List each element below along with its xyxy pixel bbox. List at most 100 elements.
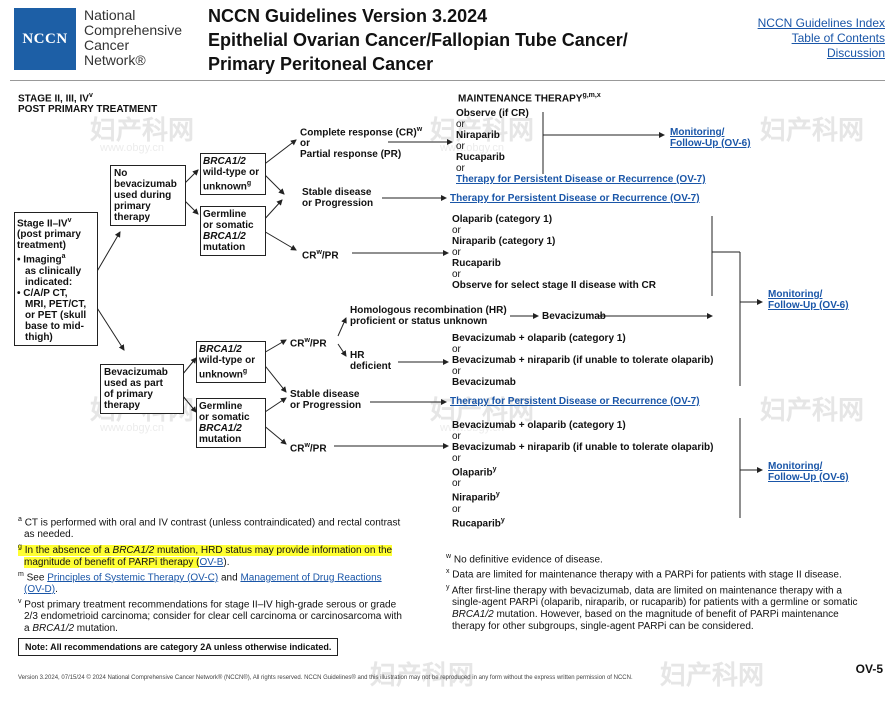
footnote-g: g In the absence of a BRCA1/2 mutation, … — [18, 541, 428, 568]
node-line: deficient — [350, 361, 392, 372]
systemic-therapy-link[interactable]: Principles of Systemic Therapy (OV-C) — [47, 571, 219, 583]
watermark-url: www.obgy.cn — [440, 142, 504, 154]
footnote-text: CT is performed with oral and IV contras… — [24, 517, 401, 529]
footnote-ref: w — [416, 126, 423, 133]
node-line: Stable disease — [302, 187, 372, 198]
table-of-contents-link[interactable]: Table of Contents — [791, 31, 885, 45]
footnote-ref: y — [495, 491, 500, 499]
monitoring-followup-link[interactable]: Monitoring/ Follow-Up (OV-6) — [768, 289, 849, 311]
option-line: or — [456, 141, 465, 152]
box-line: wild-type or — [203, 167, 260, 178]
stable-disease-node: Stable disease or Progression — [290, 389, 361, 411]
footnote-ref: v — [88, 92, 93, 99]
option-line: Rucaparib — [452, 517, 501, 529]
hr-proficient-node: Homologous recombination (HR) proficient… — [350, 305, 507, 327]
footnote-text: mutation. However, based on the magnitud… — [493, 608, 839, 620]
footnote-mark: x — [446, 568, 450, 576]
watermark: 妇产科网 — [370, 660, 475, 690]
footnote-mark: v — [18, 597, 22, 605]
monitoring-followup-link[interactable]: Monitoring/ Follow-Up (OV-6) — [670, 127, 751, 149]
watermark: 妇产科网 — [430, 395, 535, 425]
therapy-persistent-link[interactable]: Therapy for Persistent Disease or Recurr… — [450, 396, 700, 407]
therapy-persistent-link[interactable]: Therapy for Persistent Disease or Recurr… — [456, 174, 706, 185]
stage-box-line: • Imaging — [17, 254, 62, 266]
footnote-mark: a — [18, 516, 22, 523]
footnote-y: y After first-line therapy with bevacizu… — [446, 582, 886, 633]
box-line: mutation — [203, 242, 246, 253]
stage-header: STAGE II, III, IVv POST PRIMARY TREATMEN… — [18, 90, 157, 115]
stage-box-line: indicated: — [25, 276, 73, 288]
stage-box-line: or PET (skull — [25, 309, 87, 321]
footnote-mark: g — [18, 543, 22, 551]
link-line[interactable]: Follow-Up (OV-6) — [768, 300, 849, 311]
watermark: 妇产科网 — [90, 115, 195, 145]
logo-name-line: Cancer — [84, 37, 130, 53]
option-line: or — [452, 344, 461, 355]
option-line: Olaparib (category 1) — [452, 214, 553, 225]
copyright-line: Version 3.2024, 07/15/24 © 2024 National… — [18, 675, 633, 681]
link-line[interactable]: Monitoring/ — [768, 289, 823, 300]
footnote-ref: w — [304, 337, 310, 344]
footnote-text: single-agent PARPi (olaparib, niraparib,… — [452, 596, 858, 608]
drug-reactions-link[interactable]: (OV-D) — [24, 583, 56, 595]
brca-mutation-box: Germline or somatic BRCA1/2 mutation — [196, 398, 266, 448]
option-line: Bevacizumab + niraparib (if unable to to… — [452, 355, 714, 366]
footnote-text: Data are limited for maintenance therapy… — [452, 569, 842, 581]
stage-header-sub: POST PRIMARY TREATMENT — [18, 104, 158, 116]
therapy-persistent-link[interactable]: Therapy for Persistent Disease or Recurr… — [450, 193, 700, 204]
footnote-text: No definitive evidence of disease. — [453, 554, 603, 566]
footnotes-right: w No definitive evidence of disease. x D… — [446, 551, 886, 633]
box-line: BRCA1/2 — [203, 231, 246, 242]
link-line[interactable]: Monitoring/ — [768, 461, 823, 472]
brca-wildtype-box: BRCA1/2 wild-type or unknowng — [196, 341, 266, 384]
link-line[interactable]: Follow-Up (OV-6) — [768, 472, 849, 483]
option-line: Niraparib — [452, 492, 496, 504]
box-line: therapy — [114, 212, 151, 223]
logo-name-line: Network® — [84, 52, 146, 68]
maintenance-options: Olaparib (category 1) or Niraparib (cate… — [452, 214, 656, 291]
cr-pr-node: CRw/PR — [290, 335, 327, 349]
monitoring-followup-link[interactable]: Monitoring/ Follow-Up (OV-6) — [768, 461, 849, 483]
link-line[interactable]: Monitoring/ — [670, 127, 725, 138]
node-line: /PR — [309, 443, 327, 455]
stage-box-line: base to mid- — [25, 320, 84, 332]
node-line: Complete response (CR) — [300, 127, 417, 139]
title-line: Epithelial Ovarian Cancer/Fallopian Tube… — [208, 30, 628, 50]
stage-box-line: thigh) — [25, 331, 53, 343]
footnote-ref: y — [492, 466, 497, 473]
footnote-text: a — [24, 623, 33, 635]
watermark: 妇产科网 — [760, 115, 865, 145]
stage-header-text: STAGE II, III, IV — [18, 93, 89, 105]
watermark: 妇产科网 — [660, 660, 765, 690]
footnote-text: ). — [223, 556, 230, 568]
watermark: 妇产科网 — [760, 395, 865, 425]
box-line: Germline — [199, 401, 243, 412]
box-line: unknown — [203, 181, 247, 193]
option-line: Olaparib — [452, 467, 493, 479]
node-line: /PR — [321, 250, 339, 262]
footnote-text: mutation, HRD status may provide informa… — [154, 544, 393, 556]
guidelines-index-link[interactable]: NCCN Guidelines Index — [757, 16, 885, 30]
page-title: NCCN Guidelines Version 3.2024 Epithelia… — [208, 4, 628, 76]
footnote-ref: g — [246, 180, 252, 187]
box-line: No — [114, 168, 128, 179]
nccn-logo: NCCN — [14, 8, 76, 70]
watermark-url: www.obgy.cn — [440, 422, 504, 434]
link-line[interactable]: Follow-Up (OV-6) — [670, 138, 751, 149]
box-line: unknown — [199, 369, 243, 381]
footnote-ref: w — [316, 249, 322, 256]
drug-reactions-link[interactable]: Management of Drug Reactions — [240, 571, 382, 583]
discussion-link[interactable]: Discussion — [826, 46, 885, 60]
footnote-text: . — [55, 583, 58, 595]
option-line: Rucaparib — [452, 258, 501, 269]
footnote-ref: y — [500, 516, 505, 524]
node-line: /PR — [309, 338, 327, 350]
footnote-w: w No definitive evidence of disease. — [446, 551, 886, 566]
node-line: Stable disease — [290, 389, 360, 400]
stage-box-line: as clinically — [25, 265, 82, 277]
ov-b-link[interactable]: OV-B — [199, 556, 224, 568]
maintenance-options: Bevacizumab + olaparib (category 1) or B… — [452, 333, 713, 388]
footnote-mark: w — [446, 553, 452, 560]
box-line: bevacizumab — [114, 179, 177, 190]
option-line: Observe for select stage II disease with… — [452, 280, 656, 291]
